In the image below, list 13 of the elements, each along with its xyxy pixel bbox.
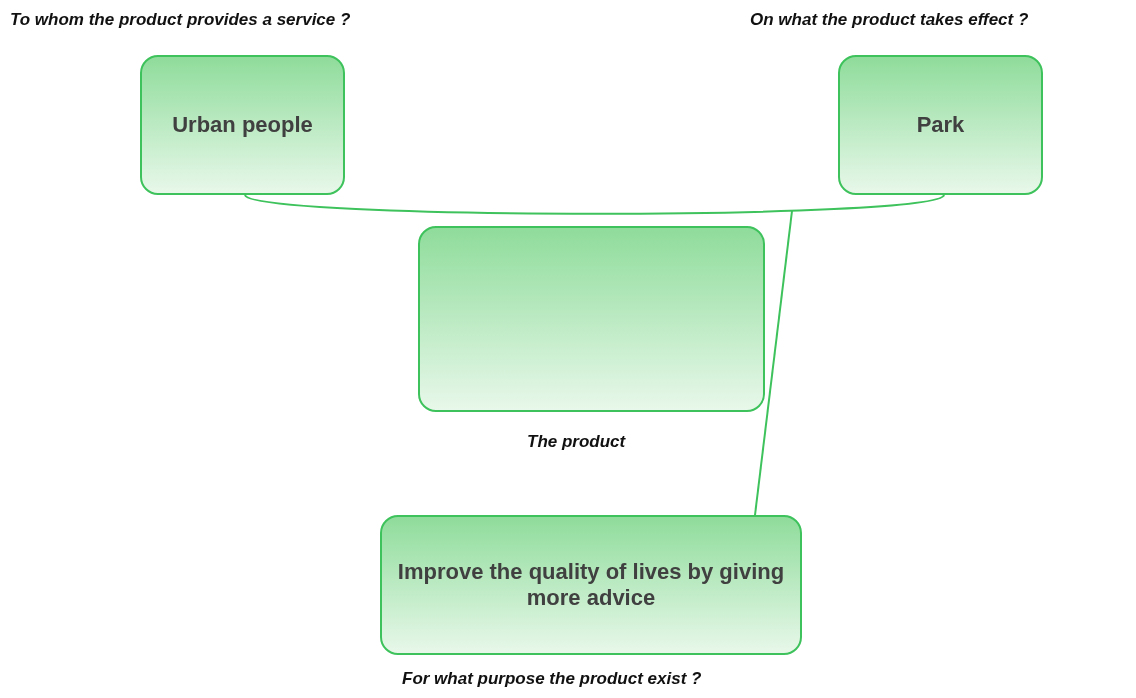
rounded-box bbox=[140, 55, 345, 195]
question-text: To whom the product provides a service ? bbox=[10, 10, 351, 30]
rounded-box bbox=[380, 515, 802, 655]
box-label: Urban people bbox=[172, 112, 313, 138]
rounded-box bbox=[838, 55, 1043, 195]
question-text: The product bbox=[527, 432, 626, 452]
box-label: Improve the quality of lives by giving more advice bbox=[396, 559, 786, 611]
connector-line bbox=[754, 210, 793, 516]
box-label: Park bbox=[916, 112, 965, 138]
empty-box bbox=[418, 226, 765, 412]
connector-line bbox=[244, 194, 945, 215]
question-text: For what purpose the product exist ? bbox=[402, 669, 702, 689]
question-text: On what the product takes effect ? bbox=[750, 10, 1029, 30]
